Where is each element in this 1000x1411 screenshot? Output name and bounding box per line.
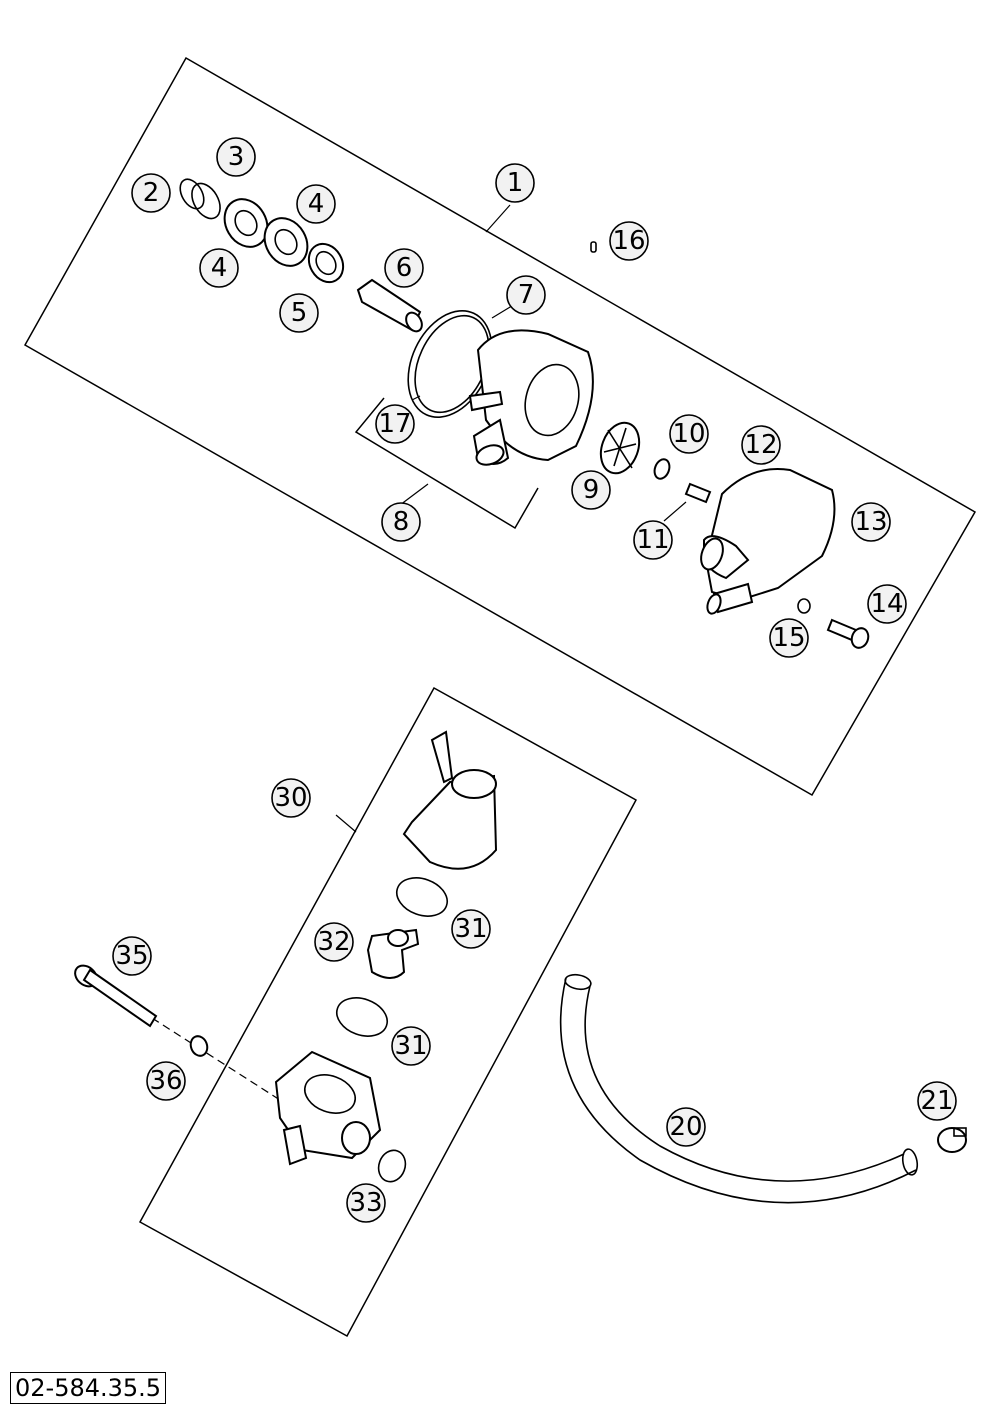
callout-16: 16 [609,221,649,261]
bearing-part [223,198,309,267]
callout-35: 35 [112,936,152,976]
diagram-reference-code: 02-584.35.5 [10,1372,167,1404]
hose-clamp-part [937,1127,967,1153]
housing-bolt-part [74,964,158,1028]
svg-text:5: 5 [291,298,308,328]
svg-text:20: 20 [669,1112,702,1142]
o-ring-part [797,598,811,614]
svg-text:13: 13 [854,507,887,537]
svg-text:10: 10 [672,419,705,449]
pump-shaft-part [356,278,423,333]
svg-text:1: 1 [507,168,524,198]
thermostat-cover-part [402,730,498,870]
pump-housing-part [468,329,594,466]
callout-5: 5 [279,293,319,333]
coolant-hose-part [559,973,919,1204]
svg-text:12: 12 [744,430,777,460]
callout-15: 15 [769,618,809,658]
pump-cover-part [700,468,836,615]
callout-2: 2 [131,173,171,213]
pump-housing-group-bracket [354,397,539,530]
svg-text:17: 17 [378,409,411,439]
svg-text:30: 30 [274,783,307,813]
svg-text:3: 3 [228,142,245,172]
svg-text:21: 21 [920,1086,953,1116]
leader-lines [151,204,687,1101]
thermostat-o-ring-part [336,877,448,1037]
svg-text:6: 6 [396,253,413,283]
callout-9: 9 [571,470,611,510]
callout-10: 10 [669,414,709,454]
svg-text:31: 31 [394,1031,427,1061]
svg-text:8: 8 [393,507,410,537]
impeller-screw-part [684,482,712,504]
callout-14: 14 [867,584,907,624]
callout-13: 13 [851,502,891,542]
washer-part [653,458,671,480]
svg-text:15: 15 [772,623,805,653]
svg-text:2: 2 [143,178,160,208]
water-pump-assembly-frame [23,56,977,797]
svg-text:4: 4 [211,253,228,283]
callout-20: 20 [666,1107,706,1147]
callout-11: 11 [633,520,673,560]
callout-21: 21 [917,1081,957,1121]
thermostat-part [366,928,420,979]
callout-30: 30 [271,778,311,818]
dowel-pin-part [590,241,597,253]
circlip-part [179,178,221,220]
callout-4a: 4 [296,184,336,224]
cover-bolt-part [826,618,870,649]
svg-text:4: 4 [308,189,325,219]
callout-4b: 4 [199,248,239,288]
callout-12: 12 [741,425,781,465]
callout-33: 33 [346,1183,386,1223]
svg-text:35: 35 [115,941,148,971]
callout-36: 36 [146,1061,186,1101]
shaft-seal-part [307,242,345,284]
svg-text:9: 9 [583,475,600,505]
svg-text:33: 33 [349,1188,382,1218]
callout-3: 3 [216,137,256,177]
svg-text:7: 7 [518,280,535,310]
impeller-part [599,421,641,475]
callout-8: 8 [381,502,421,542]
thermostat-housing-part [274,1050,382,1166]
bolt-washer-part [189,1035,209,1057]
svg-text:32: 32 [317,927,350,957]
callout-31a: 31 [451,909,491,949]
callout-32: 32 [314,922,354,962]
callout-31b: 31 [391,1026,431,1066]
callout-7: 7 [506,275,546,315]
housing-o-ring-part [377,1149,407,1183]
callout-17: 17 [375,404,415,444]
svg-text:16: 16 [612,226,645,256]
callout-6: 6 [384,248,424,288]
svg-text:36: 36 [149,1066,182,1096]
thermostat-assembly-frame [138,686,638,1338]
svg-text:14: 14 [870,589,903,619]
callout-1: 1 [495,163,535,203]
svg-text:31: 31 [454,914,487,944]
svg-text:11: 11 [636,525,669,555]
